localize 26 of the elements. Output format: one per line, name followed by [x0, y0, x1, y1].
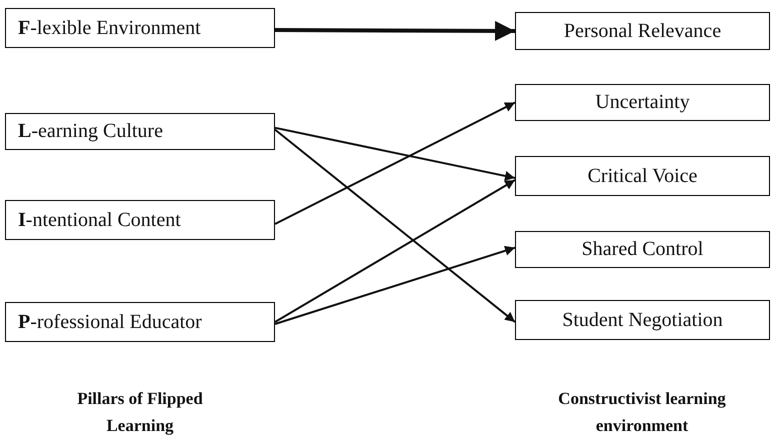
arrow [275, 20, 515, 41]
text-box [515, 300, 770, 340]
node-label: Critical Voice [588, 164, 698, 188]
node-label: F-lexible Environment [18, 16, 201, 40]
arrow [274, 102, 516, 225]
node-label: Student Negotiation [562, 308, 723, 332]
text-box [515, 231, 770, 268]
node-label: Personal Relevance [564, 20, 722, 42]
node-label: Uncertainty [595, 91, 690, 114]
text-box [515, 84, 770, 121]
node-label: P-rofessional Educator [18, 310, 202, 334]
arrow [274, 126, 516, 181]
text-box [515, 156, 770, 196]
caption-label: Pillars of Flipped Learning [76, 388, 204, 435]
text-box [5, 113, 275, 150]
arrow [274, 179, 516, 323]
caption-label: Constructivist learning environment [557, 388, 727, 435]
arrow [274, 246, 516, 325]
text-box [515, 12, 770, 50]
arrow [274, 128, 516, 323]
text-box [5, 200, 275, 240]
text-box [5, 8, 275, 48]
node-label: I-ntentional Content [18, 208, 181, 232]
node-label: Shared Control [582, 238, 704, 261]
node-label: L-earning Culture [18, 120, 163, 143]
text-box [5, 302, 275, 342]
